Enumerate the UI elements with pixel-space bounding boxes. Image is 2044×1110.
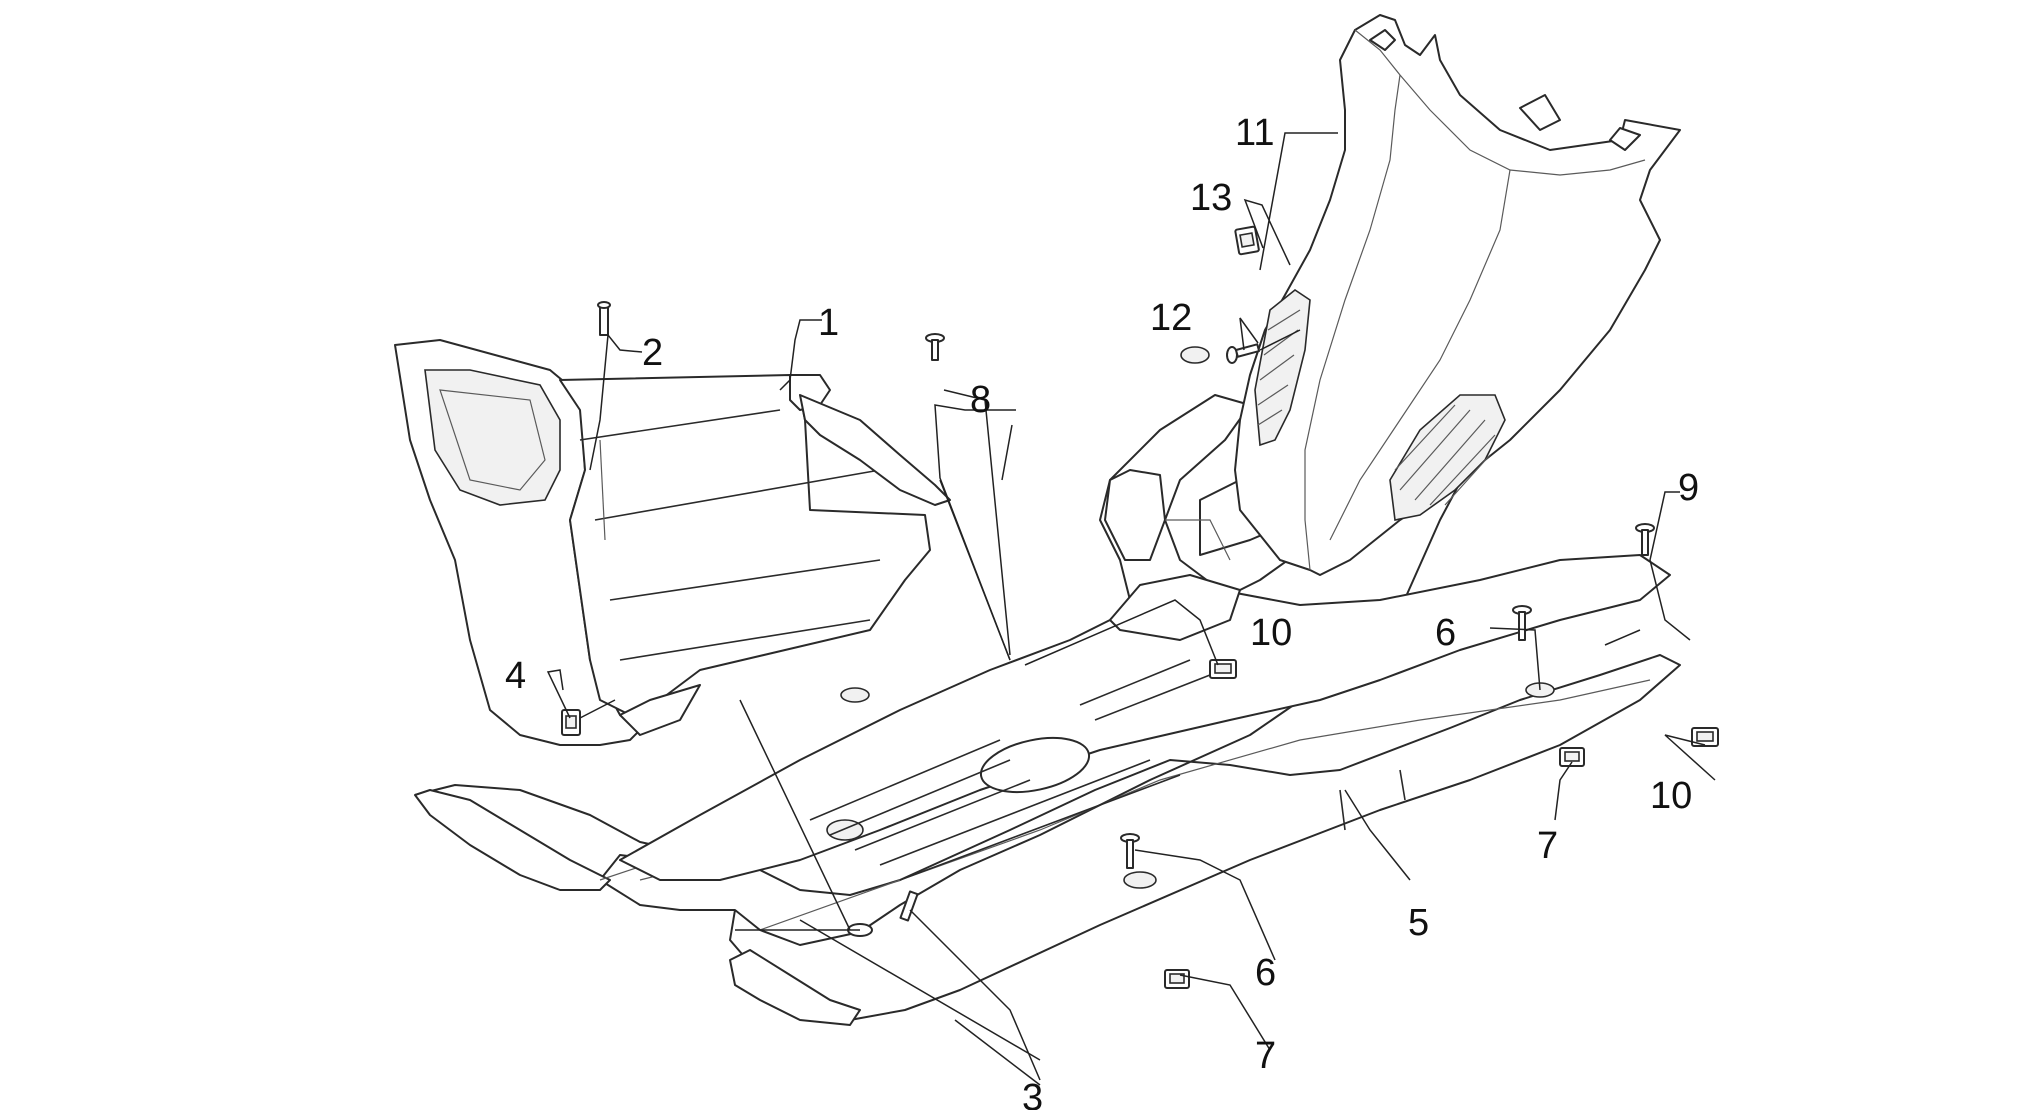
clip-7-lower: [1164, 969, 1190, 989]
callout-4: 4: [505, 655, 526, 697]
screw-12: [1226, 343, 1261, 364]
callout-1: 1: [818, 302, 839, 344]
callout-13: 13: [1190, 177, 1232, 219]
front-shield-part: [1234, 14, 1681, 576]
callout-11: 11: [1235, 112, 1274, 154]
callout-6b: 6: [1255, 952, 1276, 994]
callout-labels: 1 2 3 4 5 6 6 7 7 8 9 10 10 11 12 13: [505, 112, 1699, 1110]
floor-tray-part: [619, 346, 1671, 881]
callout-7a: 7: [1537, 825, 1558, 867]
screw-9: [1635, 523, 1655, 556]
leader-lines: [546, 132, 1716, 1086]
fasteners: [561, 225, 1719, 989]
callout-10b: 10: [1650, 775, 1692, 817]
screw-8: [925, 333, 945, 361]
clip-7-right: [1559, 747, 1585, 767]
clip-10-mid: [1209, 659, 1237, 679]
callout-3: 3: [1022, 1077, 1043, 1110]
leg-shield-part: [394, 339, 951, 746]
callout-6a: 6: [1435, 612, 1456, 654]
callout-5: 5: [1408, 902, 1429, 944]
callout-10a: 10: [1250, 612, 1292, 654]
callout-12: 12: [1150, 297, 1192, 339]
callout-8: 8: [970, 379, 991, 421]
callout-9: 9: [1678, 467, 1699, 509]
callout-2: 2: [642, 332, 663, 374]
clip-4: [561, 709, 581, 736]
clip-10-right: [1691, 727, 1719, 747]
screw-2: [597, 301, 611, 336]
callout-7b: 7: [1255, 1035, 1276, 1077]
screw-6-lower: [1120, 833, 1157, 889]
clip-13: [1234, 225, 1260, 256]
